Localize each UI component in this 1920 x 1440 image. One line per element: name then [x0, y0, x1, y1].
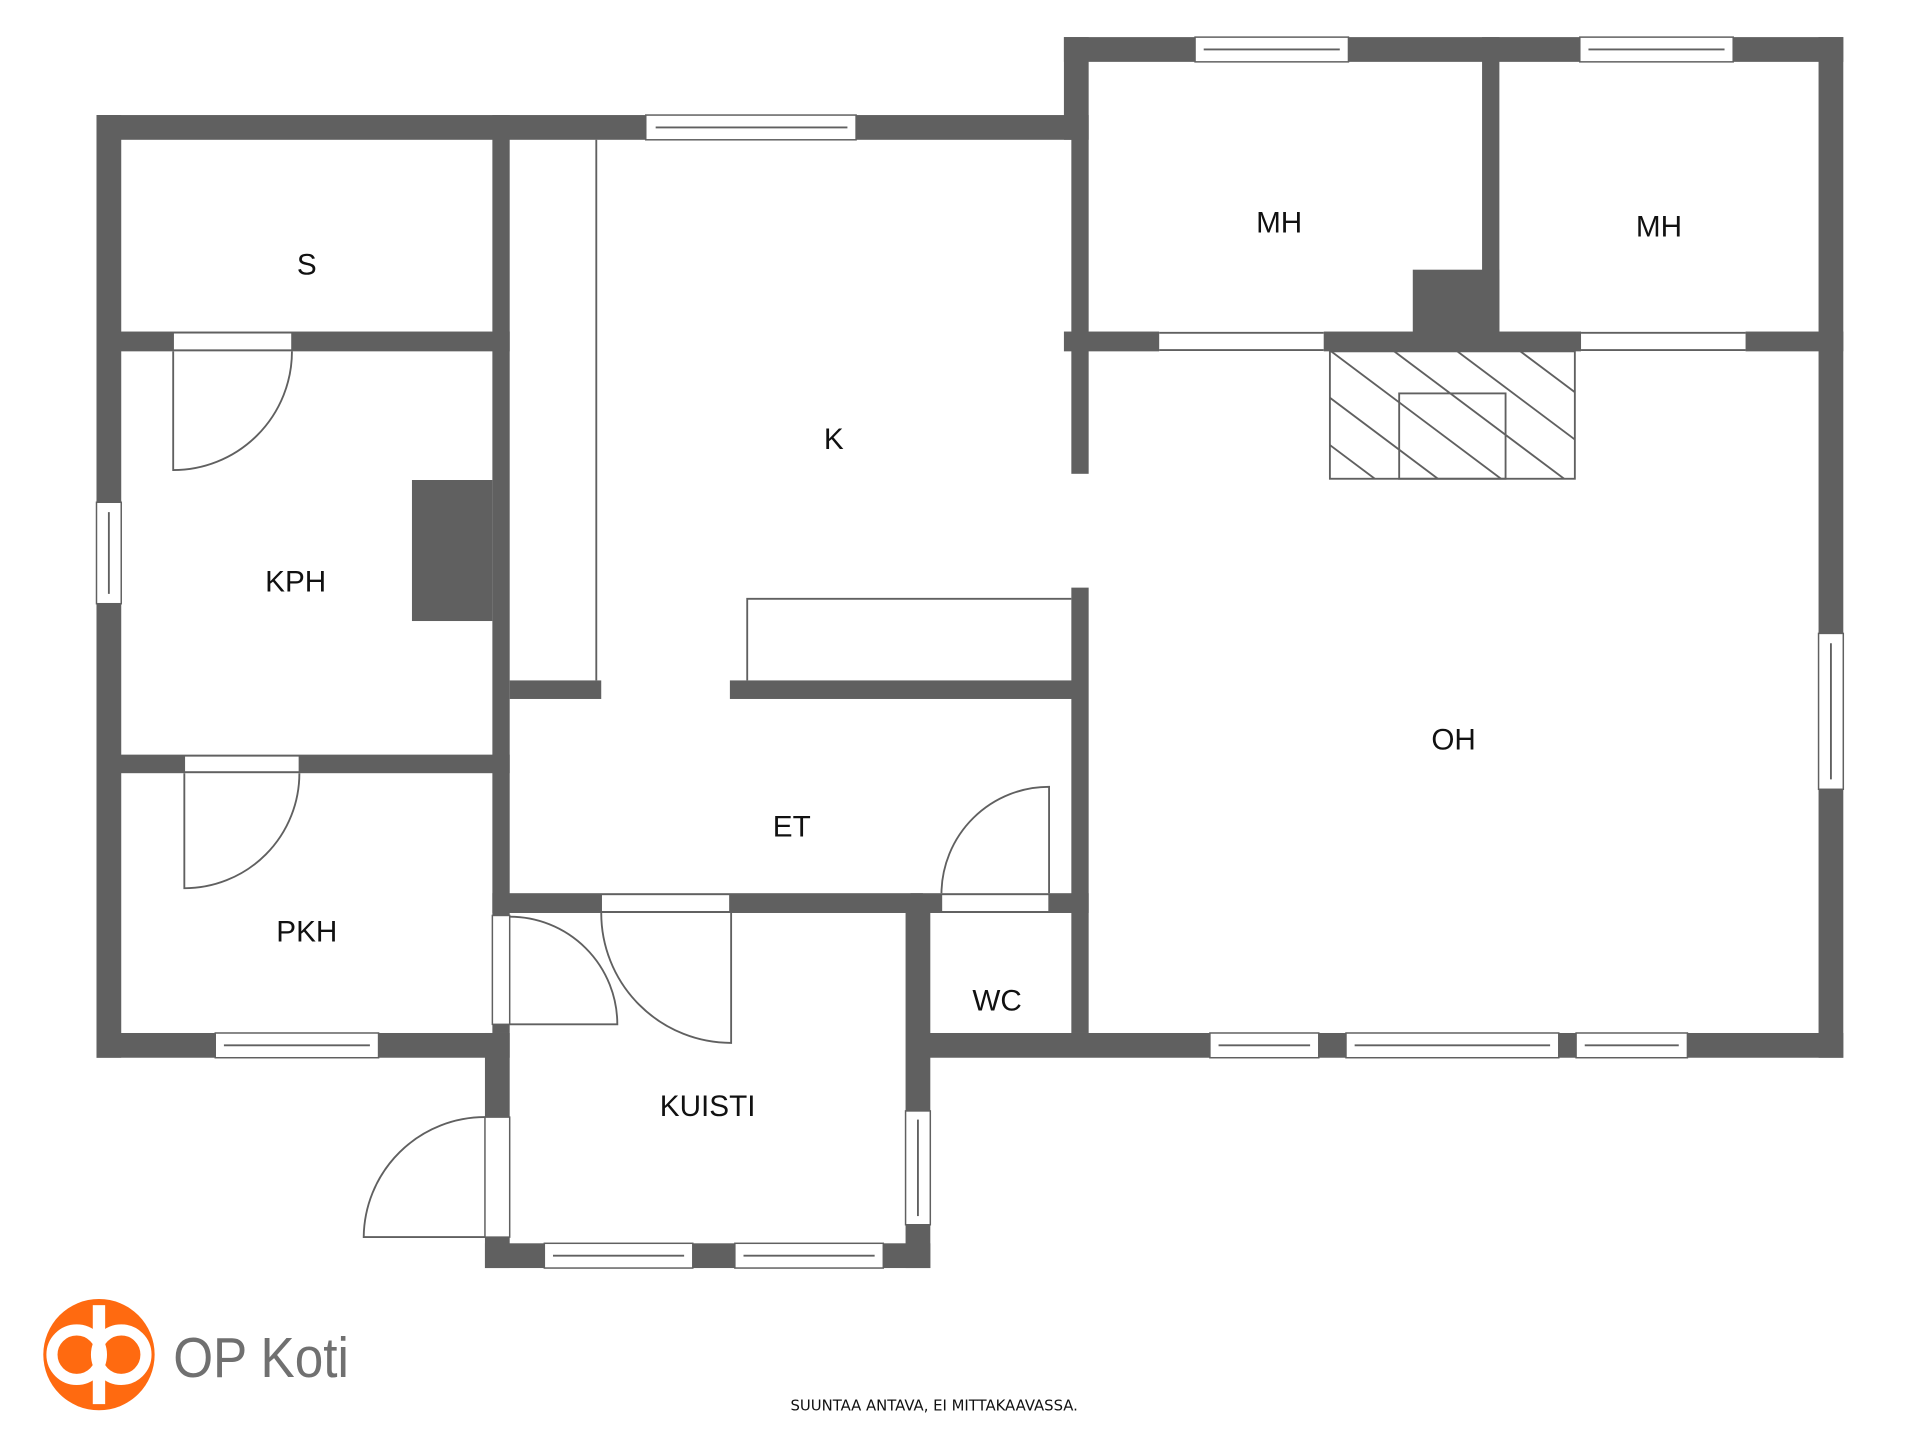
- room-label-kph: KPH: [265, 565, 326, 598]
- room-label-s: S: [297, 249, 317, 282]
- fireplace: [1328, 350, 1576, 480]
- op-koti-logo: OP Koti: [43, 1298, 349, 1411]
- room-label-et: ET: [773, 810, 811, 843]
- logo-text: OP Koti: [173, 1326, 349, 1390]
- room-label-pkh: PKH: [276, 915, 337, 948]
- doors: [172, 332, 1050, 1239]
- room-label-mh-1: MH: [1256, 207, 1302, 240]
- openings: [601, 330, 1746, 701]
- walls: [96, 37, 1844, 1269]
- room-label-k: K: [824, 423, 844, 456]
- room-label-kuisti: KUISTI: [660, 1090, 756, 1123]
- windows: [95, 36, 1845, 1269]
- room-labels: S KPH PKH K ET KUISTI WC MH MH OH: [265, 207, 1682, 1123]
- disclaimer-note: SUUNTAA ANTAVA, EI MITTAKAAVASSA.: [791, 1397, 1078, 1414]
- kitchen-fixtures: [595, 139, 1072, 681]
- room-label-mh-2: MH: [1636, 210, 1682, 243]
- room-label-wc: WC: [972, 985, 1021, 1018]
- room-label-oh: OH: [1431, 724, 1476, 757]
